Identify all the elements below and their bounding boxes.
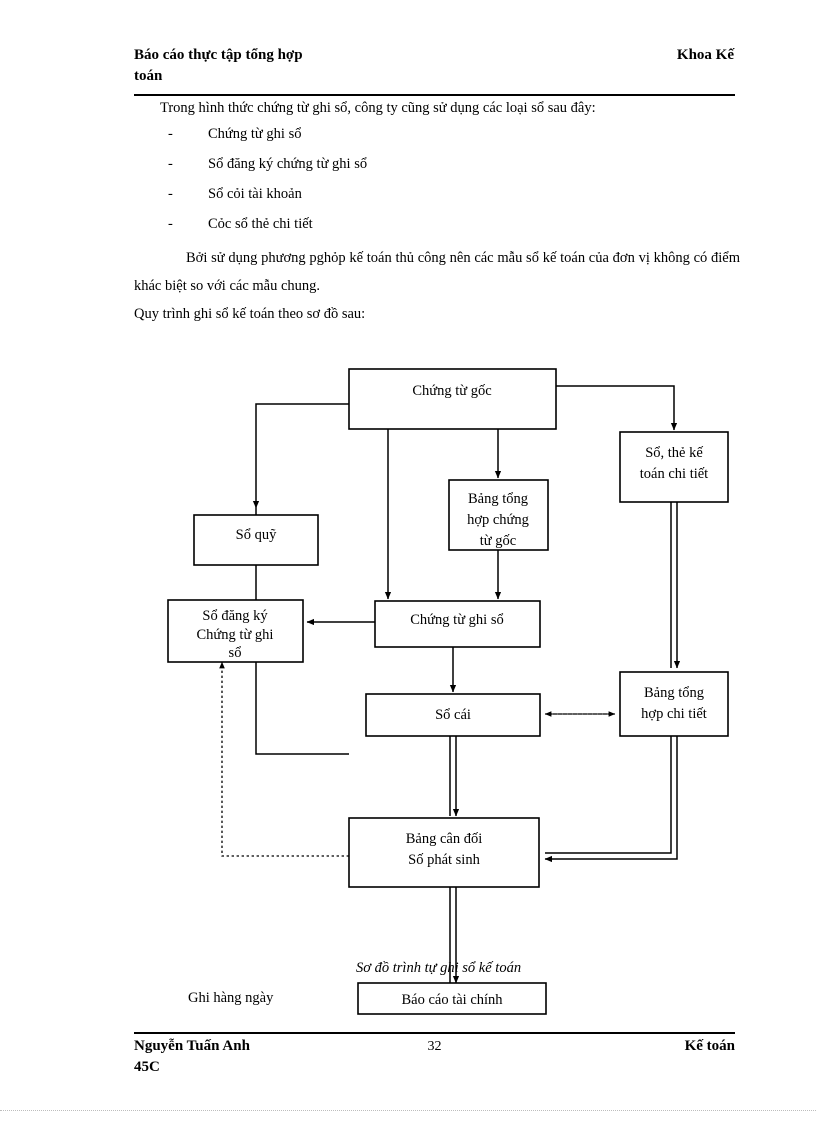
node-chung-tu-goc <box>348 368 557 430</box>
node-bao-cao-tai-chinh-label: Báo cáo tài chính <box>401 992 503 1008</box>
list-item: - Sổ đăng ký chứng từ ghi sổ <box>168 154 728 184</box>
intro-paragraph: Trong hình thức chứng từ ghi sổ, công ty… <box>160 100 596 116</box>
body-paragraph: Bởi sử dụng phương pghỏp kế toán thủ côn… <box>134 250 740 294</box>
node-bao-cao-tai-chinh <box>357 982 547 1015</box>
list-item-label: Sổ đăng ký chứng từ ghi sổ <box>208 156 368 172</box>
footer-left: Nguyễn Tuấn Anh 45C <box>134 1036 250 1078</box>
node-chung-tu-ghi-so <box>374 600 541 648</box>
node-bang-can-doi-so-phat-sinh <box>348 817 540 888</box>
node-bth-ctg-line2: hợp chứng <box>467 512 529 528</box>
node-bcd-line2: Số phát sinh <box>408 852 480 868</box>
node-bth-ctg-line1: Bảng tổng <box>468 491 528 507</box>
list-item: - Chứng từ ghi sổ <box>168 124 728 154</box>
node-sdk-line3: sổ <box>229 645 242 661</box>
page-bottom-edge <box>0 1110 816 1111</box>
bullet-marker-icon: - <box>168 126 173 142</box>
node-bang-tong-hop-chung-tu-goc <box>448 479 549 551</box>
header-title-line1: Báo cáo thực tập tổng hợp <box>134 47 303 63</box>
bullet-marker-icon: - <box>168 216 173 232</box>
node-chung-tu-goc-label: Chứng từ gốc <box>412 383 491 399</box>
header-title-line2: toán <box>134 68 163 84</box>
node-sdk-line2: Chứng từ ghi <box>197 627 274 643</box>
diagram-legend-label: Ghi hàng ngày <box>188 990 274 1006</box>
accounting-flowchart: Chứng từ gốc Sổ, thẻ kế toán chi tiết Bả… <box>0 350 816 1030</box>
header-right: Khoa Kế <box>676 47 734 63</box>
list-item-label: Cỏc sổ thẻ chi tiết <box>208 216 313 232</box>
node-sdk-line1: Sổ đăng ký <box>202 608 268 624</box>
footer-right: Kế toán <box>684 1038 735 1054</box>
page-footer: Nguyễn Tuấn Anh 45C 32 Kế toán <box>134 1036 735 1080</box>
bullet-marker-icon: - <box>168 156 173 172</box>
node-so-quy-label: Sổ quỹ <box>236 527 277 543</box>
list-item: - Sổ cỏi tài khoản <box>168 184 728 214</box>
node-so-quy <box>193 514 319 566</box>
node-so-dang-ky-chung-tu-ghi-so <box>167 599 304 663</box>
header-left: Báo cáo thực tập tổng hợp toán <box>134 45 514 87</box>
footer-author-line2: 45C <box>134 1059 160 1075</box>
node-bth-ctg-line3: từ gốc <box>480 533 516 549</box>
node-bth-ct-line2: hợp chi tiết <box>641 706 707 722</box>
node-so-cai <box>365 693 541 737</box>
node-bang-tong-hop-chi-tiet <box>619 671 729 737</box>
footer-author-line1: Nguyễn Tuấn Anh <box>134 1038 250 1054</box>
node-so-the-line1: Sổ, thẻ kế <box>645 445 703 461</box>
node-so-the-line2: toán chi tiết <box>640 466 708 482</box>
bullet-marker-icon: - <box>168 186 173 202</box>
node-bth-ct-line1: Bảng tổng <box>644 685 704 701</box>
list-item: - Cỏc sổ thẻ chi tiết <box>168 214 728 244</box>
node-bcd-line1: Bảng cân đối <box>406 831 483 847</box>
node-so-cai-label: Sổ cái <box>435 707 471 723</box>
header-rule <box>134 94 735 96</box>
list-item-label: Sổ cỏi tài khoản <box>208 186 302 202</box>
node-chung-tu-ghi-so-label: Chứng từ ghi sổ <box>410 612 503 628</box>
lead-in-paragraph: Quy trình ghi sổ kế toán theo sơ đồ sau: <box>134 306 366 322</box>
node-so-the-ke-toan-chi-tiet <box>619 431 729 503</box>
bullet-list: - Chứng từ ghi sổ - Sổ đăng ký chứng từ … <box>168 124 728 244</box>
list-item-label: Chứng từ ghi sổ <box>208 126 302 142</box>
page-header: Báo cáo thực tập tổng hợp toán Khoa Kế <box>134 45 734 91</box>
diagram-caption: Sơ đồ trình tự ghi sổ kế toán <box>356 960 521 976</box>
footer-rule <box>134 1032 735 1034</box>
page-number: 32 <box>427 1039 442 1054</box>
